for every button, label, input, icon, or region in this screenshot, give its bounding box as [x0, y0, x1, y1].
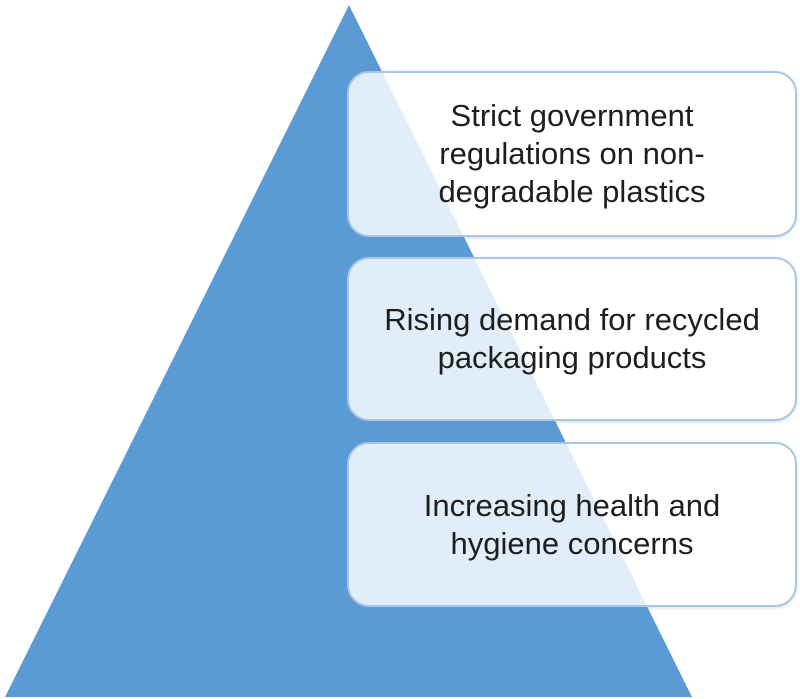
driver-label: Rising demand for recycled packaging pro…: [384, 302, 760, 375]
driver-box-recycled-packaging-demand: Rising demand for recycled packaging pro…: [347, 257, 797, 421]
driver-box-government-regulations: Strict government regulations on non- de…: [347, 71, 797, 237]
driver-label: Strict government regulations on non- de…: [438, 98, 706, 209]
driver-label: Increasing health and hygiene concerns: [423, 487, 721, 561]
driver-box-health-hygiene: Increasing health and hygiene concerns: [347, 442, 797, 607]
